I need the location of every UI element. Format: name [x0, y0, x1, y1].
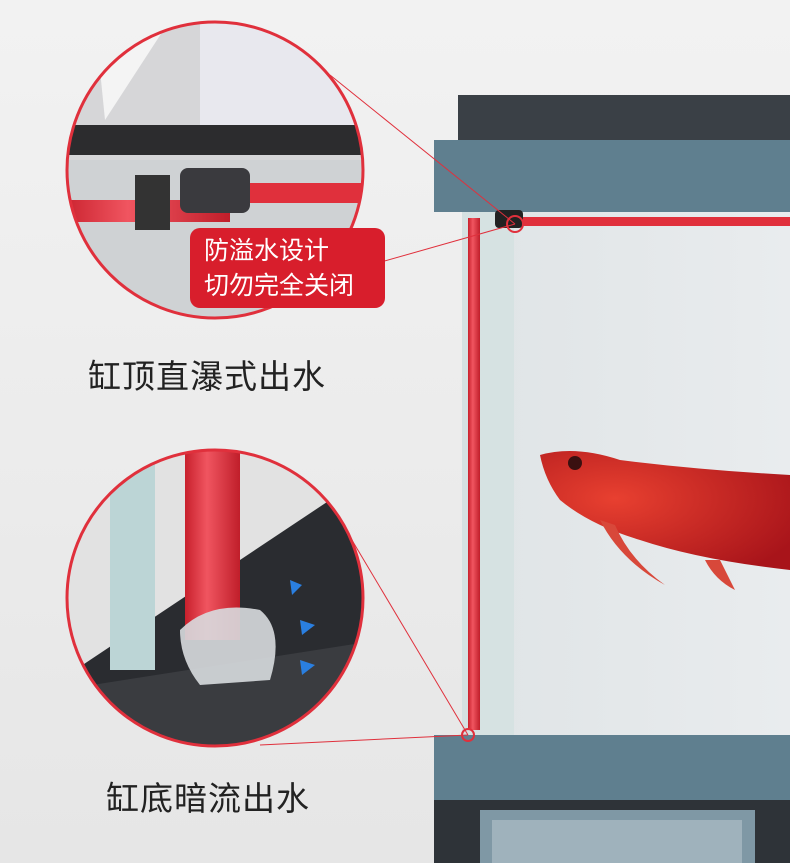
- arowana-fish: [540, 451, 790, 590]
- caption-bottom-outlet: 缸底暗流出水: [106, 779, 310, 818]
- connector-line: [329, 74, 516, 225]
- anti-overflow-badge: 防溢水设计 切勿完全关闭: [190, 228, 385, 308]
- tank-lid: [458, 95, 790, 140]
- badge-line-1: 防溢水设计: [204, 236, 330, 265]
- aquarium-tank: [434, 95, 790, 863]
- badge-line-2: 切勿完全关闭: [204, 271, 355, 300]
- caption-top-outlet: 缸顶直瀑式出水: [88, 357, 326, 396]
- overflow-pipe-horizontal: [515, 217, 790, 226]
- tank-bottom-frame: [434, 735, 790, 800]
- tank-top-frame: [434, 140, 790, 212]
- water-flow-arrows-icon: [290, 580, 315, 675]
- overflow-pipe-vertical: [468, 218, 480, 730]
